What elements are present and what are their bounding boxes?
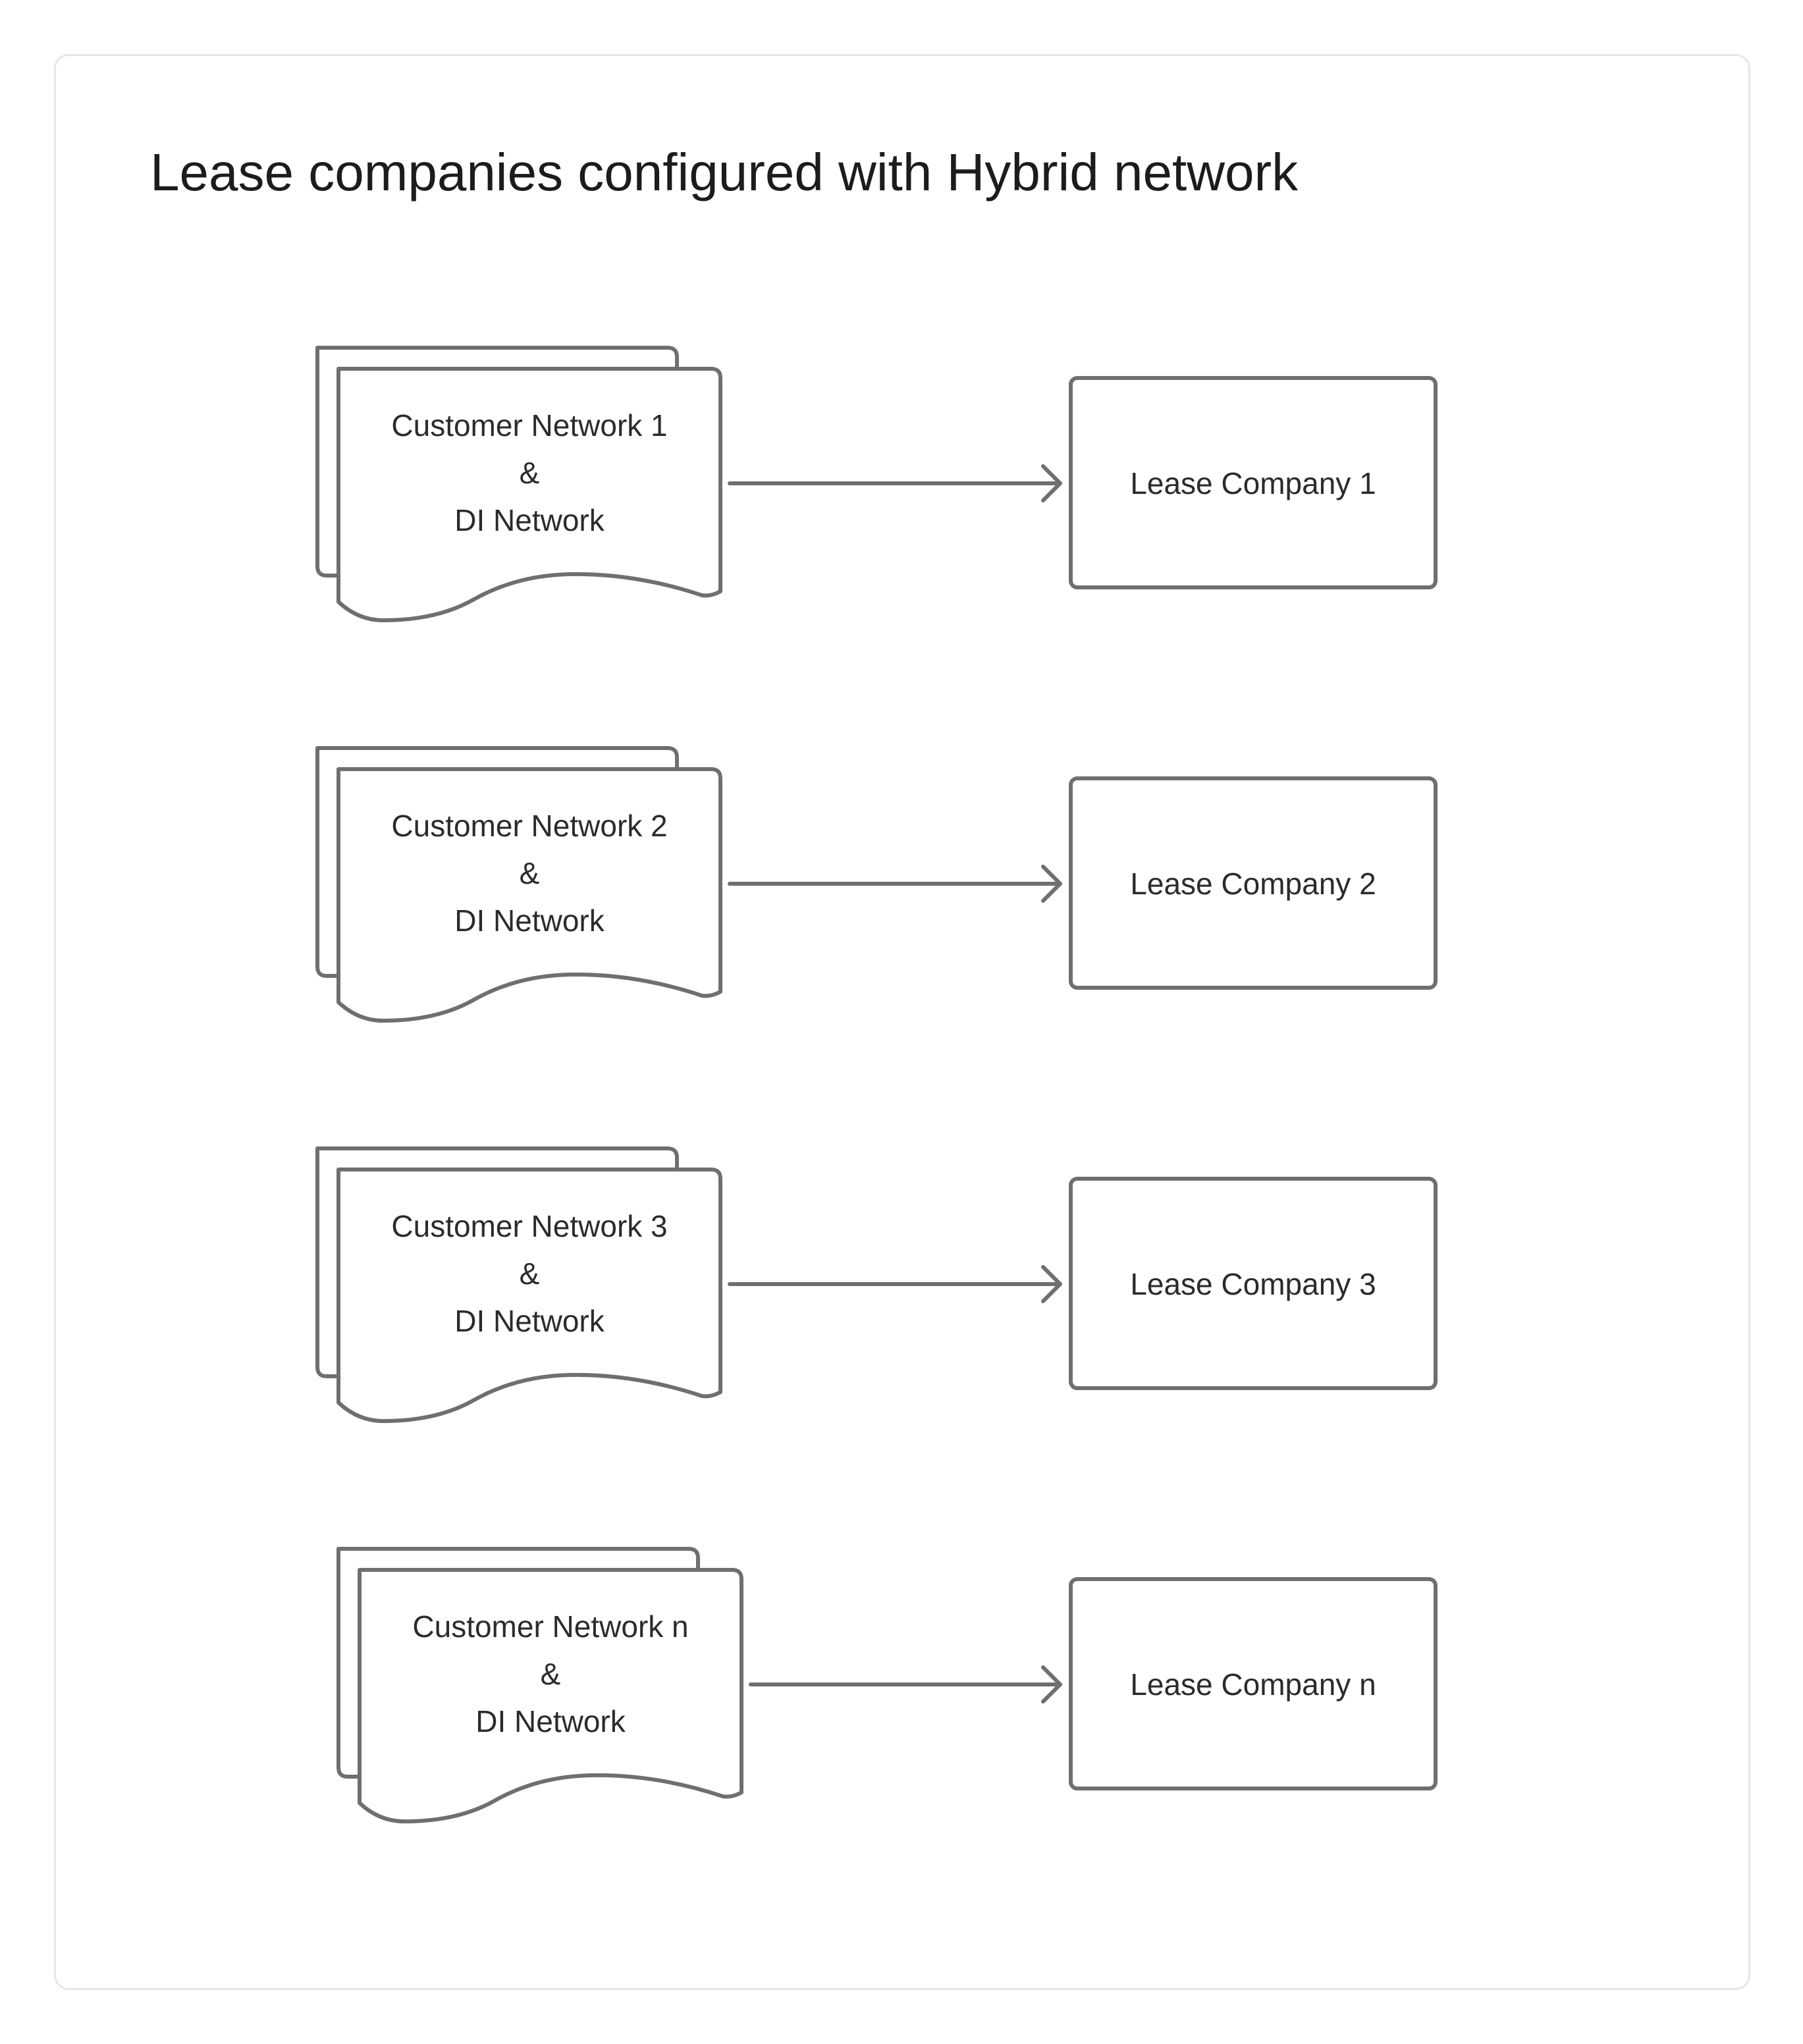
source-label-1-line2: & (520, 456, 540, 490)
connector-arrow-3 (728, 1265, 1062, 1303)
target-box-1: Lease Company 1 (1069, 376, 1438, 589)
target-box-2: Lease Company 2 (1069, 776, 1438, 990)
source-document-1: Customer Network 1 & DI Network (317, 348, 720, 620)
connector-arrow-2 (728, 865, 1062, 903)
diagram-title: Lease companies configured with Hybrid n… (150, 143, 1299, 202)
source-label-2-line1: Customer Network 2 (391, 809, 667, 843)
target-label-n: Lease Company n (1130, 1667, 1376, 1702)
network-row-1: Customer Network 1 & DI Network Lease Co… (317, 348, 1438, 620)
network-row-3: Customer Network 3 & DI Network Lease Co… (317, 1148, 1438, 1421)
connector-arrow-n (749, 1665, 1062, 1704)
source-label-3-line1: Customer Network 3 (391, 1209, 667, 1243)
source-label-3-line3: DI Network (454, 1304, 605, 1338)
target-box-n: Lease Company n (1069, 1577, 1438, 1790)
network-row-n: Customer Network n & DI Network Lease Co… (338, 1549, 1438, 1821)
source-label-n-line2: & (541, 1657, 561, 1691)
target-label-2: Lease Company 2 (1130, 867, 1376, 901)
source-label-n-line1: Customer Network n (412, 1609, 688, 1644)
source-label-1-line1: Customer Network 1 (391, 408, 667, 443)
target-box-3: Lease Company 3 (1069, 1177, 1438, 1390)
source-document-2: Customer Network 2 & DI Network (317, 748, 720, 1021)
source-label-1-line3: DI Network (454, 503, 605, 537)
source-label-n-line3: DI Network (475, 1704, 626, 1738)
source-label-2-line2: & (520, 856, 540, 890)
source-document-n: Customer Network n & DI Network (338, 1549, 741, 1821)
network-row-2: Customer Network 2 & DI Network Lease Co… (317, 748, 1438, 1021)
connector-arrow-1 (728, 464, 1062, 502)
source-label-2-line3: DI Network (454, 903, 605, 938)
target-label-3: Lease Company 3 (1130, 1267, 1376, 1301)
target-label-1: Lease Company 1 (1130, 466, 1376, 500)
source-document-3: Customer Network 3 & DI Network (317, 1148, 720, 1421)
source-label-3-line2: & (520, 1256, 540, 1291)
